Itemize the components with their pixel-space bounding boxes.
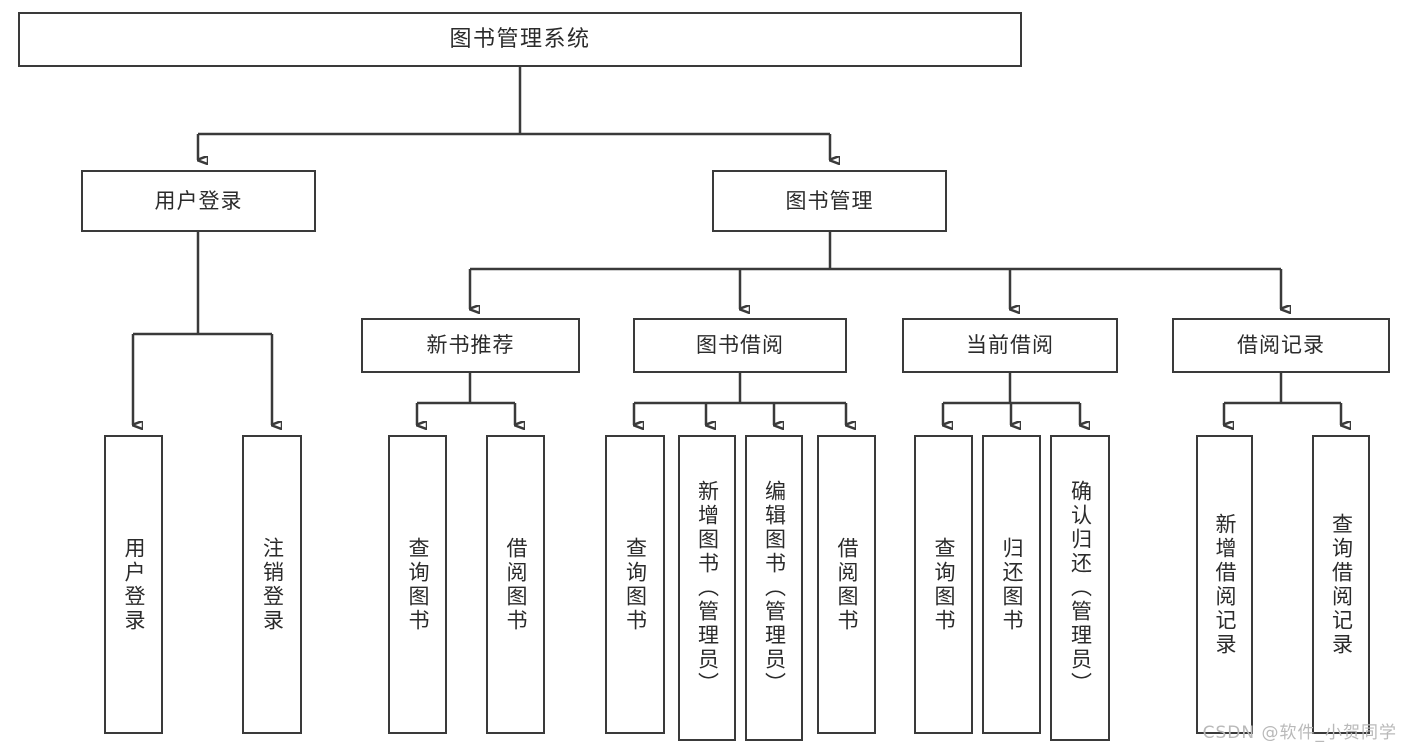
leaf-logout[interactable]: 注销登录 <box>242 435 302 734</box>
leaf-recommend-query-book[interactable]: 查询图书 <box>388 435 447 734</box>
leaf-borrow-borrow-book[interactable]: 借阅图书 <box>817 435 876 734</box>
leaf-record-query-borrow-record[interactable]: 查询借阅记录 <box>1312 435 1370 734</box>
leaf-current-return-book[interactable]: 归还图书 <box>982 435 1041 734</box>
leaf-recommend-borrow-book[interactable]: 借阅图书 <box>486 435 545 734</box>
watermark-credit: CSDN @软件_小贺同学 <box>1202 723 1397 743</box>
node-book-management[interactable]: 图书管理 <box>712 170 947 232</box>
node-borrow-record[interactable]: 借阅记录 <box>1172 318 1390 373</box>
leaf-borrow-query-book[interactable]: 查询图书 <box>605 435 665 734</box>
leaf-record-add-borrow-record[interactable]: 新增借阅记录 <box>1196 435 1253 734</box>
leaf-current-query-book[interactable]: 查询图书 <box>914 435 973 734</box>
node-new-book-recommend[interactable]: 新书推荐 <box>361 318 580 373</box>
node-user-login[interactable]: 用户登录 <box>81 170 316 232</box>
node-root-system[interactable]: 图书管理系统 <box>18 12 1022 67</box>
leaf-current-confirm-return-admin[interactable]: 确认归还（管理员） <box>1050 435 1110 741</box>
node-book-borrow[interactable]: 图书借阅 <box>633 318 847 373</box>
leaf-borrow-add-book-admin[interactable]: 新增图书（管理员） <box>678 435 736 741</box>
leaf-user-login[interactable]: 用户登录 <box>104 435 163 734</box>
leaf-borrow-edit-book-admin[interactable]: 编辑图书（管理员） <box>745 435 803 741</box>
node-current-borrow[interactable]: 当前借阅 <box>902 318 1118 373</box>
